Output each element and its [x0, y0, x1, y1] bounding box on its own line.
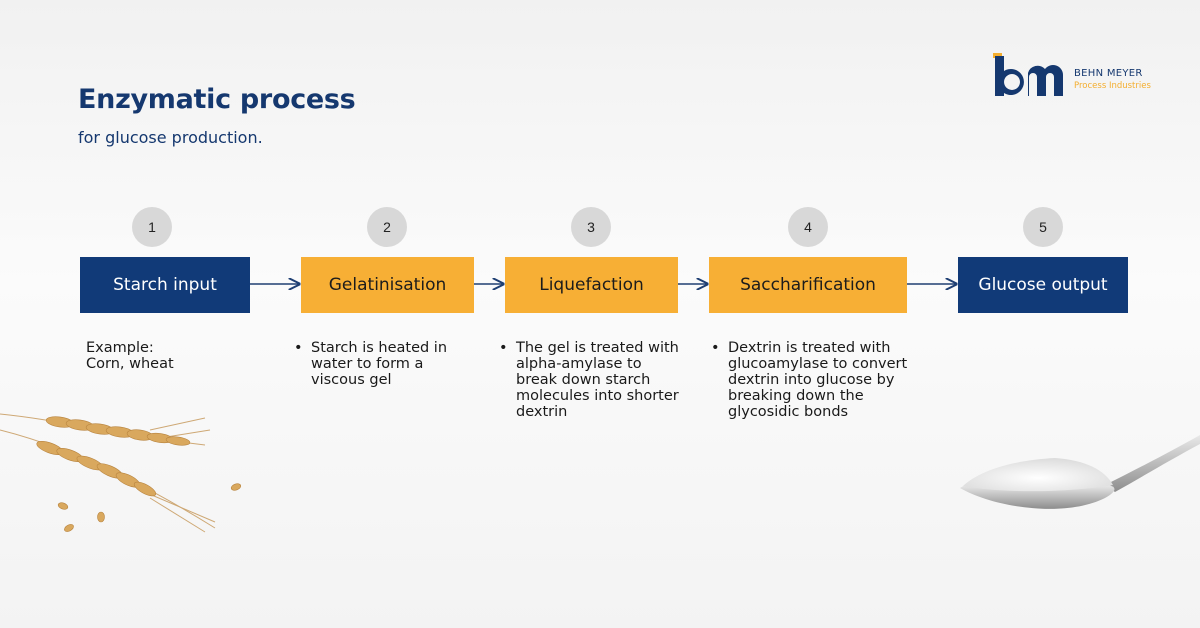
step-description-text-1: Example: Corn, wheat	[86, 340, 174, 372]
bullet-icon: •	[294, 340, 303, 356]
step-description-3: • The gel is treated with alpha-amylase …	[516, 340, 679, 420]
step-description-text-3: The gel is treated with alpha-amylase to…	[516, 340, 679, 420]
sugar-spoon-image	[955, 430, 1200, 525]
step-description-text-2: Starch is heated in water to form a visc…	[311, 340, 447, 388]
step-description-1: Example: Corn, wheat	[86, 340, 174, 372]
wheat-ears-image	[0, 400, 260, 550]
bullet-icon: •	[499, 340, 508, 356]
step-description-4: • Dextrin is treated with glucoamylase t…	[728, 340, 907, 420]
bullet-icon: •	[711, 340, 720, 356]
step-description-2: • Starch is heated in water to form a vi…	[311, 340, 447, 388]
step-description-text-4: Dextrin is treated with glucoamylase to …	[728, 340, 907, 420]
